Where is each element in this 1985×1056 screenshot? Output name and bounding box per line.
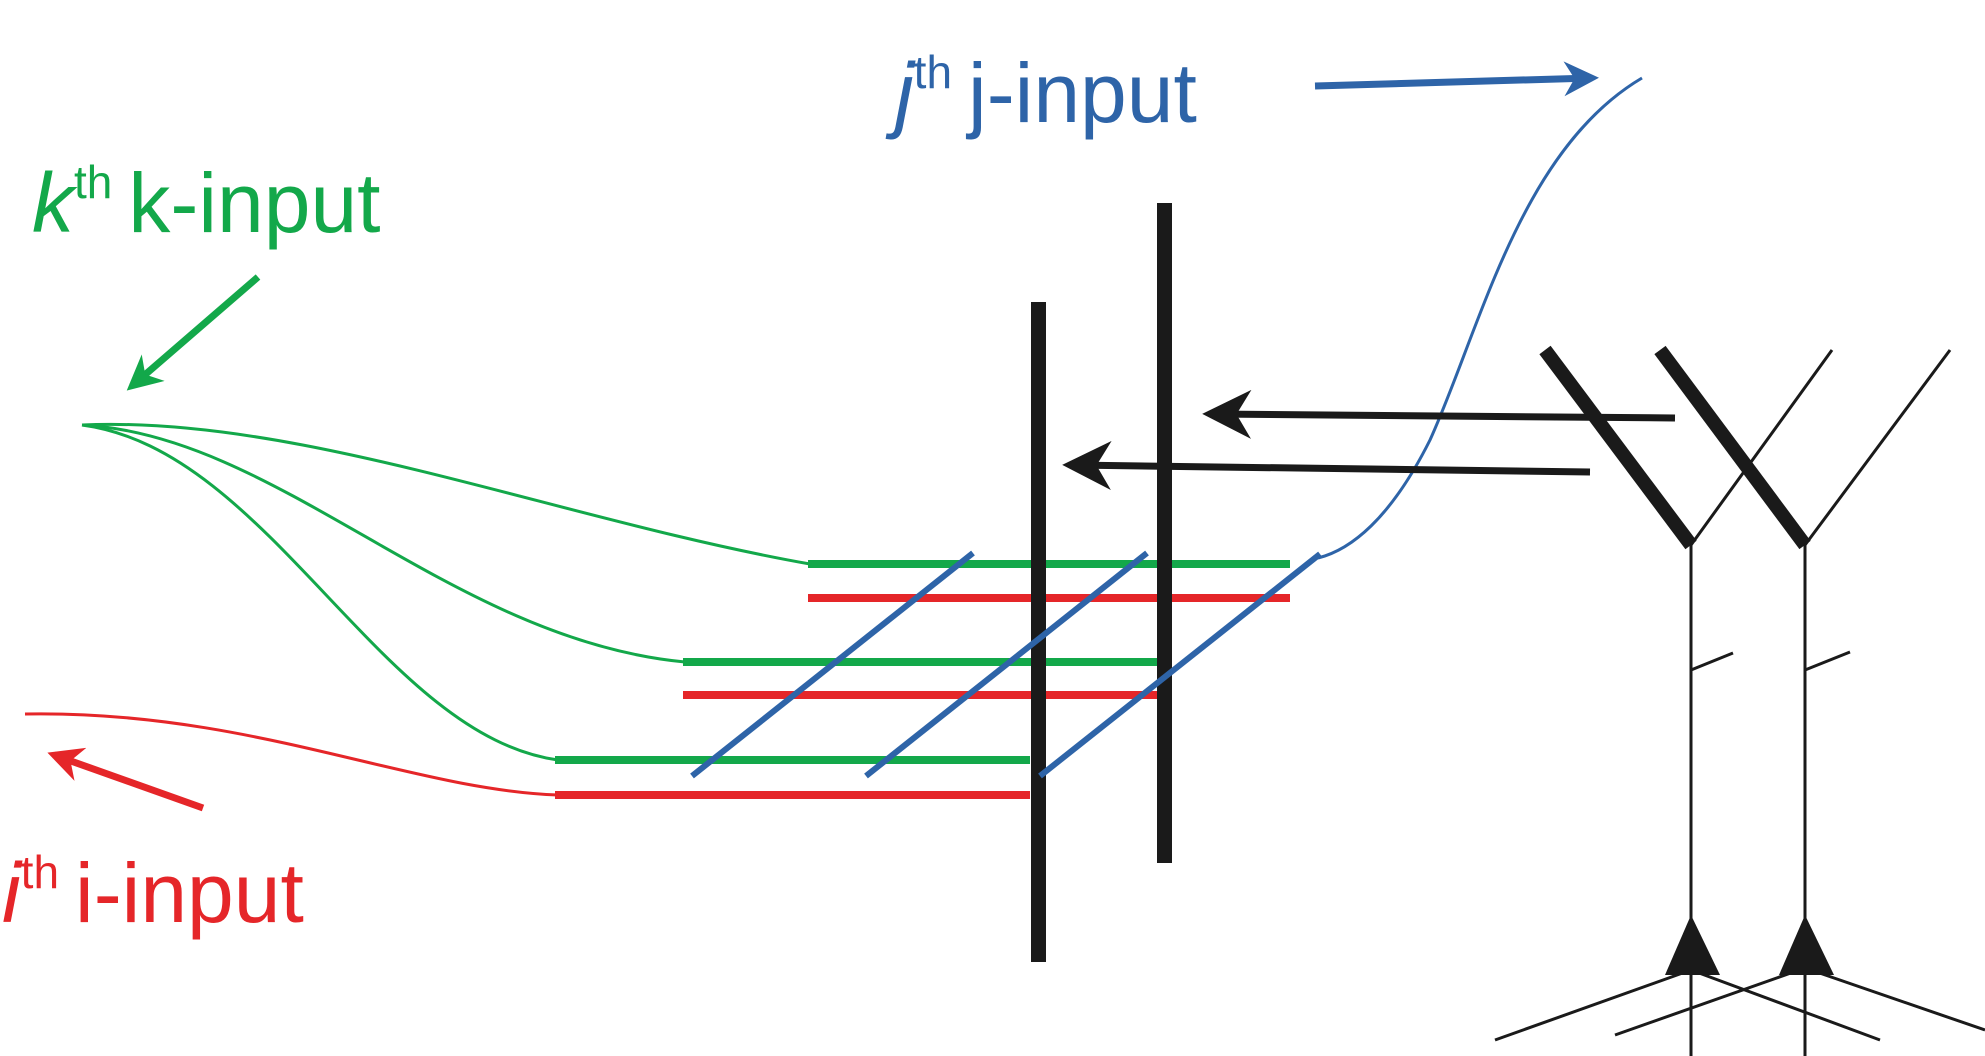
i-input-arrow	[47, 747, 205, 812]
j-input-diagonals	[690, 550, 1322, 779]
neuron-2	[1614, 345, 1985, 1056]
k-fiber-1	[81, 422, 811, 566]
i-fiber	[24, 712, 559, 797]
feedback-arrow-lower	[1062, 441, 1591, 491]
j-input-arrow	[1314, 61, 1599, 97]
j-fiber	[1317, 76, 1643, 560]
k-input-fibers	[81, 422, 811, 762]
k-fiber-2	[81, 423, 686, 664]
k-fiber-3	[81, 423, 559, 762]
vertical-bar-right	[1157, 203, 1172, 863]
k-input-parallel-bars	[555, 560, 1290, 764]
neuron-1	[1494, 345, 1881, 1056]
j-diagonal-1	[690, 550, 975, 779]
j-diagonal-3	[1038, 551, 1322, 779]
feedback-arrow-upper	[1202, 389, 1676, 439]
vertical-bar-left	[1031, 302, 1046, 962]
k-input-arrow	[126, 274, 261, 391]
j-diagonal-2	[864, 550, 1149, 779]
i-input-parallel-bars	[555, 594, 1290, 799]
